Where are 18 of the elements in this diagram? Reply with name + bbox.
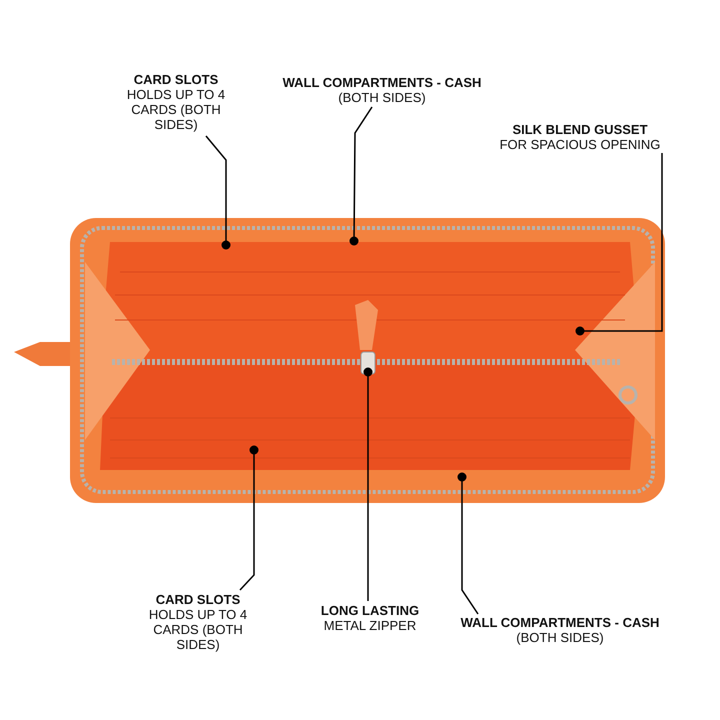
leader-line — [350, 106, 373, 246]
callout-heading: CARD SLOTS — [132, 72, 220, 87]
callout-text: FOR SPACIOUS OPENING — [498, 137, 662, 152]
callout-text: (BOTH SIDES) — [515, 630, 605, 645]
leader-line — [239, 446, 258, 591]
leader-line — [458, 472, 479, 614]
callout-text: HOLDS UP TO 4 CARDS (BOTH SIDES) — [148, 607, 248, 652]
callout-heading: WALL COMPARTMENTS - CASH — [460, 615, 660, 630]
callout-text: HOLDS UP TO 4 CARDS (BOTH SIDES) — [126, 87, 226, 132]
callout-heading: WALL COMPARTMENTS - CASH — [282, 75, 482, 90]
callout-heading: LONG LASTING — [320, 603, 420, 618]
leader-line — [205, 136, 230, 250]
leader-line — [576, 153, 663, 336]
callout-text: (BOTH SIDES) — [337, 90, 427, 105]
callout-heading: CARD SLOTS — [154, 592, 242, 607]
callout-heading: SILK BLEND GUSSET — [511, 122, 649, 137]
leader-line — [364, 368, 372, 601]
callout-text: METAL ZIPPER — [322, 618, 418, 633]
